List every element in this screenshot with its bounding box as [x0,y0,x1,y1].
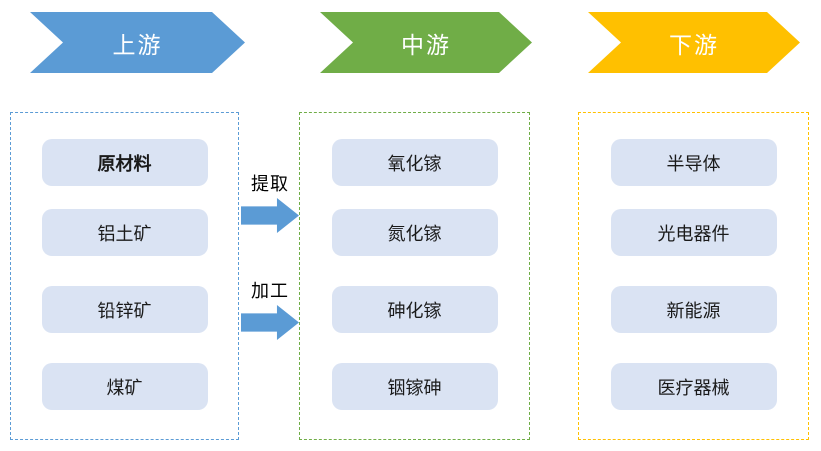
banner-midstream-label: 中游 [401,31,451,58]
banner-upstream: 上游 [30,12,245,73]
downstream-panel: 半导体 光电器件 新能源 医疗器械 [578,112,809,440]
banner-downstream-label: 下游 [669,31,719,58]
banner-upstream-label: 上游 [112,31,163,58]
flow-process: 加工 [239,279,301,340]
item-lead-zinc-ore: 铅锌矿 [41,286,208,333]
upstream-panel: 原材料 铝土矿 铅锌矿 煤矿 [10,112,239,440]
item-medical-devices: 医疗器械 [610,363,777,410]
item-bauxite: 铝土矿 [41,209,208,256]
right-arrow-icon [241,305,299,340]
item-indium-gallium-arsenide: 铟镓砷 [331,363,498,410]
midstream-panel: 氧化镓 氮化镓 砷化镓 铟镓砷 [299,112,530,440]
flow-process-label: 加工 [251,281,289,301]
item-optoelectronic-devices: 光电器件 [610,209,777,256]
item-semiconductor: 半导体 [610,139,777,186]
banner-midstream: 中游 [320,12,532,73]
right-arrow-icon [241,198,299,233]
item-gallium-nitride: 氮化镓 [331,209,498,256]
flow-extract: 提取 [239,172,301,233]
item-coal-mine: 煤矿 [41,363,208,410]
flow-extract-label: 提取 [251,174,289,194]
banner-downstream: 下游 [588,12,800,73]
item-gallium-arsenide: 砷化镓 [331,286,498,333]
item-gallium-oxide: 氧化镓 [331,139,498,186]
item-new-energy: 新能源 [610,286,777,333]
item-raw-material: 原材料 [41,139,208,186]
